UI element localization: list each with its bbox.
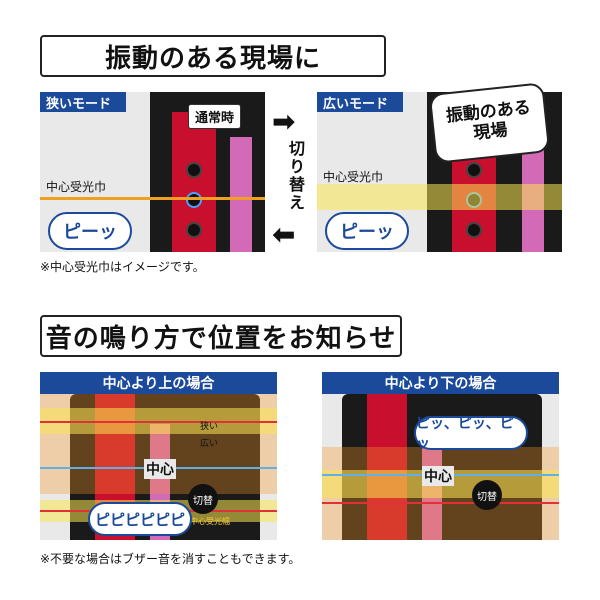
beeps-below-bubble: ピッ、ピッ、ピッ xyxy=(414,416,528,452)
indicator-up xyxy=(186,162,202,178)
section2-note: ※不要な場合はブザー音を消すこともできます。 xyxy=(40,552,301,566)
vibration-badge: 振動のある現場 xyxy=(428,82,551,164)
arrow-right-icon: ➡ xyxy=(272,105,296,138)
sound-bubble-wide: ピーッ xyxy=(325,212,409,250)
switch-button-label-right: 切替 xyxy=(477,491,497,503)
device-red-below xyxy=(367,394,407,540)
normal-label: 通常時 xyxy=(188,104,242,129)
section1-note: ※中心受光巾はイメージです。 xyxy=(40,260,205,274)
center-label-left: 中心 xyxy=(144,459,176,479)
indicator-center xyxy=(186,192,202,208)
beeps-above-bubble: ピピピピピピ xyxy=(88,502,192,536)
switch-button-label: 切替 xyxy=(193,495,213,507)
switch-label: 切り替え xyxy=(286,140,305,212)
red-line-below xyxy=(322,502,559,504)
center-width-small-label: 中心受光幅 xyxy=(190,517,230,526)
center-width-label-right: 中心受光巾 xyxy=(323,170,384,184)
wide-mode-tag: 広いモード xyxy=(317,92,403,112)
wide-small-label: 広い xyxy=(200,439,219,449)
narrow-mode-tag: 狭いモード xyxy=(40,92,126,112)
arrow-left-icon: ⬅ xyxy=(272,218,296,251)
center-width-label: 中心受光巾 xyxy=(46,180,107,194)
above-center-panel: 中心より上の場合 中心 狭い 広い 切替 中心受光幅 ピピピピピピ xyxy=(40,372,277,540)
center-label-right: 中心 xyxy=(422,466,454,486)
below-center-panel: 中心より下の場合 中心 切替 ピッ、ピッ、ピッ xyxy=(322,372,559,540)
narrow-small-label: 狭い xyxy=(200,422,219,432)
above-center-header: 中心より上の場合 xyxy=(40,372,277,394)
wide-center-band xyxy=(317,184,562,210)
receiver-window xyxy=(230,137,252,252)
narrow-mode-panel: 狭いモード 通常時 中心受光巾 ピーッ xyxy=(40,92,265,252)
section1-title: 振動のある現場に xyxy=(40,35,386,77)
switch-button-below[interactable]: 切替 xyxy=(472,480,502,510)
section2-title: 音の鳴り方で位置をお知らせ xyxy=(40,315,402,357)
indicator-down xyxy=(186,222,202,238)
switch-button-above[interactable]: 切替 xyxy=(188,484,218,514)
vibration-badge-text: 振動のある現場 xyxy=(445,98,532,144)
indicator-down-right xyxy=(466,222,482,238)
below-center-header: 中心より下の場合 xyxy=(322,372,559,394)
center-width-line xyxy=(40,197,265,200)
red-line-top xyxy=(40,421,277,423)
indicator-up-right xyxy=(466,162,482,178)
sound-bubble-narrow: ピーッ xyxy=(48,212,132,250)
